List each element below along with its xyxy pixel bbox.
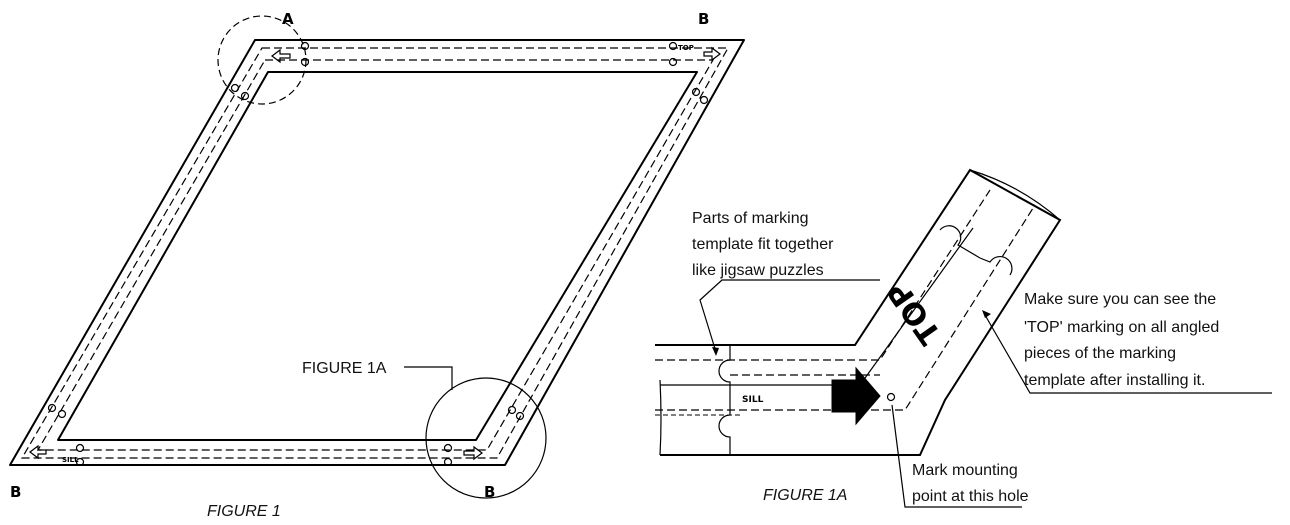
top-note-arrowhead xyxy=(982,310,991,318)
template-arrow-markers xyxy=(29,46,721,461)
jigsaw-note-arrowhead xyxy=(712,347,719,356)
frame-outer-outline xyxy=(9,39,745,466)
figure-1a: SILL TOP Parts of marking template fit t… xyxy=(655,168,1272,508)
arrow-marker xyxy=(463,445,483,461)
mounting-hole xyxy=(886,392,896,402)
figure-1-caption: FIGURE 1 xyxy=(207,503,281,520)
jigsaw-notch xyxy=(668,57,678,67)
mount-note-leader xyxy=(891,404,1022,508)
jigsaw-tab-left-lower xyxy=(718,395,731,455)
top-note-line-4: template after installing it. xyxy=(1024,372,1205,389)
jigsaw-tab-left-upper xyxy=(718,345,731,395)
detail-circle-figure-1a xyxy=(425,377,547,499)
jigsaw-tab-upper-b xyxy=(979,256,1013,276)
figure-1a-caption: FIGURE 1A xyxy=(763,487,847,504)
jigsaw-joints xyxy=(47,41,709,467)
template-outer-arc xyxy=(969,169,1061,221)
mount-note-line-1: Mark mounting xyxy=(912,462,1018,479)
jigsaw-notch xyxy=(668,41,678,51)
jigsaw-tab-upper-a xyxy=(939,225,981,259)
figure-1a-callout-label: FIGURE 1A xyxy=(302,360,387,377)
jigsaw-note-line-3: like jigsaw puzzles xyxy=(692,262,824,279)
sill-marking: SILL xyxy=(742,395,764,405)
jigsaw-notch xyxy=(240,91,250,101)
dashed-guide xyxy=(655,204,1036,411)
detail-circle-a xyxy=(217,15,307,105)
top-note-line-1: Make sure you can see the xyxy=(1024,291,1216,308)
corner-label-b-bottom-right: B xyxy=(484,483,495,501)
arrow-marker xyxy=(703,46,721,62)
jigsaw-notch xyxy=(443,443,453,453)
jigsaw-note-leader xyxy=(699,279,880,353)
jigsaw-notch xyxy=(75,457,85,467)
jigsaw-note-line-2: template fit together xyxy=(692,236,834,253)
jigsaw-notch xyxy=(75,443,85,453)
jigsaw-notch xyxy=(699,95,709,105)
figure-1: TOP SILL FIGURE 1A A B B B FIGURE 1 xyxy=(9,10,745,520)
mount-note-line-2: point at this hole xyxy=(912,488,1029,505)
top-note-line-2: 'TOP' marking on all angled xyxy=(1024,319,1219,336)
template-bottom-arc xyxy=(659,379,662,456)
jigsaw-notch xyxy=(443,457,453,467)
jigsaw-notch xyxy=(300,57,310,67)
corner-label-a: A xyxy=(282,10,294,28)
jigsaw-notch xyxy=(57,409,67,419)
frame-inner-outline xyxy=(57,71,698,441)
jigsaw-notch xyxy=(47,403,57,413)
jigsaw-note-line-1: Parts of marking xyxy=(692,210,808,227)
template-sill-text: SILL xyxy=(62,456,79,464)
arrow-marker xyxy=(29,444,47,460)
direction-arrow xyxy=(831,366,881,426)
template-dashed-line-a xyxy=(20,47,730,459)
figure-1a-leader xyxy=(404,366,453,390)
jigsaw-notch xyxy=(230,83,240,93)
jigsaw-notch xyxy=(507,405,517,415)
jigsaw-notch xyxy=(515,411,525,421)
top-note-leader xyxy=(984,314,1272,394)
corner-label-b-top-right: B xyxy=(698,10,709,28)
corner-label-b-bottom-left: B xyxy=(10,483,21,501)
jigsaw-notch xyxy=(691,87,701,97)
template-top-text: TOP xyxy=(678,44,694,52)
arrow-marker xyxy=(271,48,291,64)
top-marking: TOP xyxy=(881,275,949,351)
top-note-line-3: pieces of the marking xyxy=(1024,345,1176,362)
